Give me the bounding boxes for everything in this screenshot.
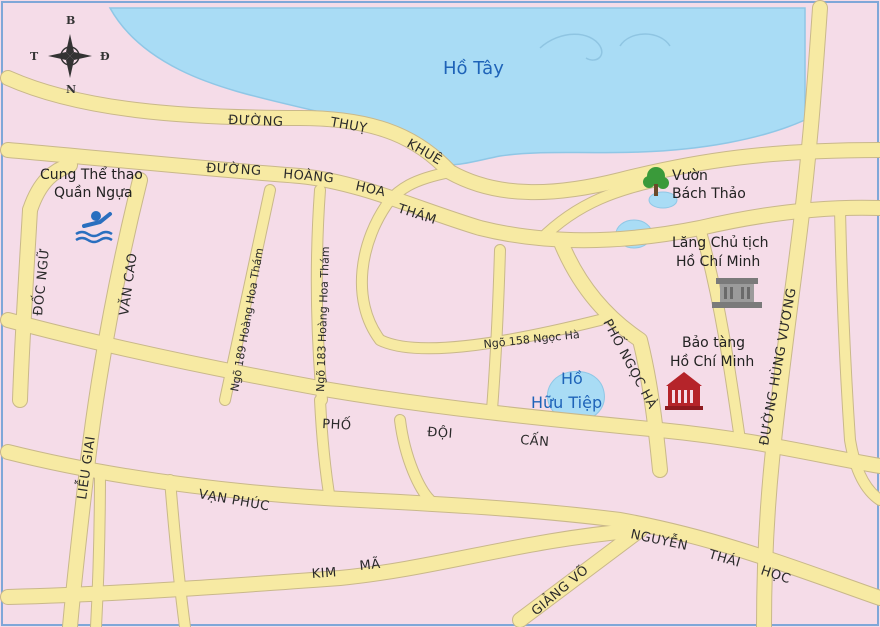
compass-north-arrow-icon — [66, 34, 74, 56]
compass-ring-icon — [60, 46, 80, 66]
road-hung-vuong — [757, 1, 827, 627]
compass-east-arrow-icon — [70, 52, 92, 60]
street-ngo-183: Ngõ 183 Hoàng Hoa Thám — [314, 246, 332, 392]
road-lane-east — [835, 205, 880, 505]
road-lane-mausoleum — [695, 223, 745, 445]
road-ngoc-ha — [553, 233, 667, 477]
compass-west-arrow-icon — [48, 52, 70, 60]
street-hoang-hoa-tham-3: HOA — [354, 179, 387, 200]
street-hoang-hoa-tham-1: ĐƯỜNG — [206, 160, 262, 179]
mausoleum-icon — [712, 278, 762, 308]
botanical-garden-label-1: Vườn — [672, 168, 708, 184]
road-doi-can — [1, 313, 880, 473]
museum-label-2: Hồ Chí Minh — [670, 353, 754, 370]
street-doi-can-1: PHỐ — [322, 415, 352, 434]
road-thuy-khue-link — [385, 167, 455, 205]
mausoleum-label-2: Hồ Chí Minh — [676, 253, 760, 270]
compass-east-label: Đ — [100, 50, 110, 63]
mausoleum-label-1: Lăng Chủ tịch — [672, 235, 769, 251]
road-lane-huu-tiep — [487, 245, 505, 415]
street-kim-ma-2: MÃ — [359, 556, 382, 574]
ho-huu-tiep-label-1: Hồ — [561, 369, 583, 388]
watermark-ornament — [539, 33, 671, 61]
road-hoang-hoa-tham — [1, 143, 880, 248]
road-ngo-158 — [356, 195, 605, 354]
compass-north-label: B — [66, 14, 75, 27]
botanical-garden-label-2: Bách Thảo — [672, 186, 746, 202]
road-lane-lieu-giai-west — [91, 465, 105, 627]
swimmer-icon — [75, 211, 113, 244]
road-lane-sw — [165, 475, 190, 627]
compass-west-label: T — [30, 50, 39, 63]
compass-rose: B N T Đ — [30, 14, 110, 96]
street-thuy-khue-2: THUỴ — [328, 115, 368, 136]
street-kim-ma-1: KIM — [311, 565, 337, 582]
road-doc-ngu — [13, 203, 37, 407]
road-lane-183-south — [315, 395, 335, 505]
road-giang-vo — [513, 523, 647, 627]
tree-icon — [643, 167, 669, 196]
sports-center-label-2: Quần Ngựa — [54, 185, 133, 201]
compass-south-arrow-icon — [66, 56, 74, 78]
road-ngo-183 — [311, 185, 327, 405]
street-hoang-hoa-tham-2: HOÀNG — [283, 166, 335, 186]
street-thuy-khue-1: ĐƯỜNG — [228, 112, 284, 130]
road-doc-ngu-link — [23, 158, 77, 217]
street-doi-can-3: CẤN — [520, 431, 550, 450]
road-ngo-189 — [220, 185, 275, 405]
sports-center-label-1: Cung Thể thao — [40, 166, 143, 183]
museum-icon — [665, 372, 703, 410]
street-doi-can-2: ĐỘI — [427, 424, 454, 442]
road-lane-doi-can-south — [395, 415, 435, 505]
road-kim-ma — [1, 523, 647, 604]
museum-label-1: Bảo tàng — [682, 335, 745, 351]
ho-tay-label: Hồ Tây — [443, 58, 504, 79]
compass-south-label: N — [66, 83, 76, 96]
road-van-cao-lieu-giai — [63, 173, 147, 627]
ho-huu-tiep-lake — [546, 370, 605, 422]
ho-huu-tiep-label-2: Hữu Tiệp — [531, 393, 602, 412]
